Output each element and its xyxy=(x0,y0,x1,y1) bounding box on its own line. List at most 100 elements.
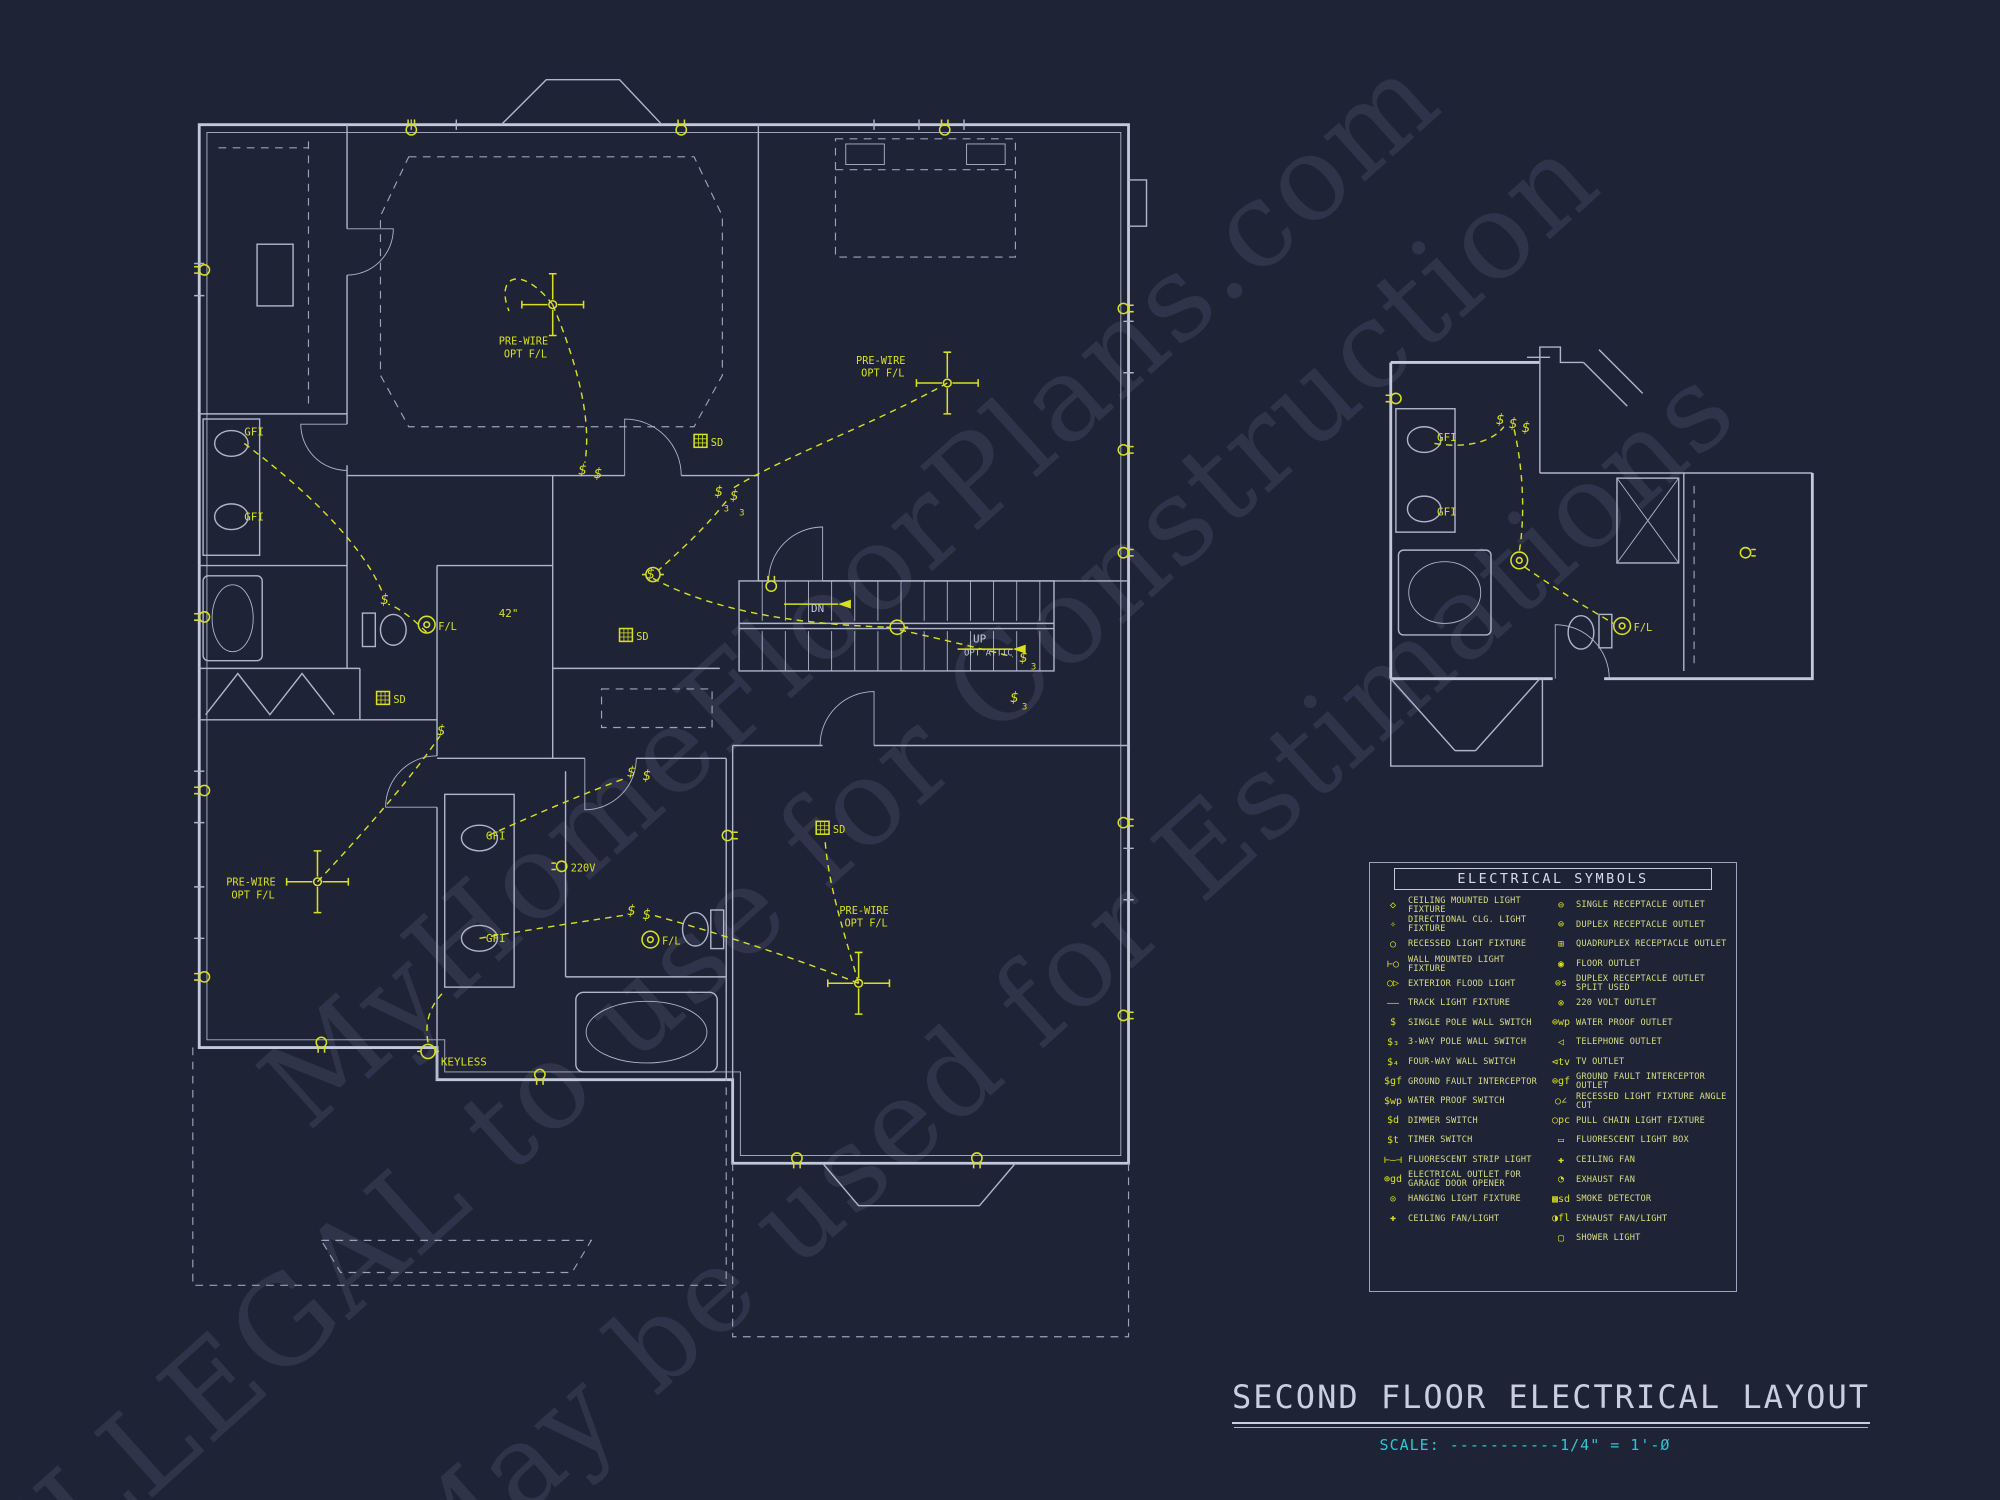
legend-item-label: SHOWER LIGHT xyxy=(1576,1233,1641,1244)
legend-item-label: EXHAUST FAN xyxy=(1576,1174,1636,1185)
legend-item-label: EXTERIOR FLOOD LIGHT xyxy=(1408,978,1516,989)
legend-item-label: FOUR-WAY WALL SWITCH xyxy=(1408,1057,1516,1068)
legend-symbol-icon: ✚ xyxy=(1389,1213,1397,1225)
switch-symbol: $ xyxy=(647,566,656,582)
switch-symbol: $ xyxy=(1019,650,1028,666)
legend-item-label: SINGLE POLE WALL SWITCH xyxy=(1408,1017,1532,1028)
legend-item-label: WALL MOUNTED LIGHT FIXTURE xyxy=(1408,954,1505,974)
gfi-label: GFI xyxy=(486,932,506,945)
legend-item: ⊞ QUADRUPLEX RECEPTACLE OUTLET xyxy=(1546,935,1730,955)
legend-item: $₃ 3-WAY POLE WALL SWITCH xyxy=(1378,1033,1546,1053)
legend-item-label: TIMER SWITCH xyxy=(1408,1135,1473,1146)
partial-plan-walls xyxy=(1389,346,1814,767)
opt-attic-label: OPT ATTIC xyxy=(964,649,1013,659)
stairs-dn-label: DN xyxy=(811,602,824,615)
switch-symbol: $ xyxy=(437,723,446,739)
legend-symbol-icon: ⊲tv xyxy=(1551,1056,1571,1068)
sd-label: SD xyxy=(636,631,648,643)
legend-item: ○ RECESSED LIGHT FIXTURE xyxy=(1378,935,1546,955)
legend-item-label: TELEPHONE OUTLET xyxy=(1576,1037,1662,1048)
legend-symbol-icon: $wp xyxy=(1383,1095,1403,1107)
main-plan-walls xyxy=(192,78,1148,1338)
smoke-detector-icon xyxy=(618,627,634,643)
exhaust-fan-light-icon xyxy=(1612,616,1632,636)
switch-symbol: $ xyxy=(380,592,389,608)
legend-item-label: GROUND FAULT INTERCEPTOR OUTLET xyxy=(1576,1072,1705,1092)
legend-symbol-icon: ⊗ xyxy=(1557,997,1565,1009)
legend-item: ○∠ RECESSED LIGHT FIXTURE ANGLE CUT xyxy=(1546,1092,1730,1112)
switch-symbol: $ xyxy=(643,907,652,923)
legend-item: ✚ CEILING FAN/LIGHT xyxy=(1378,1210,1546,1230)
legend-right-column: ⊖ SINGLE RECEPTACLE OUTLET ⊜ DUPLEX RECE… xyxy=(1546,896,1730,1249)
legend-item: ▭ FLUORESCENT LIGHT BOX xyxy=(1546,1131,1730,1151)
legend-item: ⊲tv TV OUTLET xyxy=(1546,1053,1730,1073)
legend-item: ◁ TELEPHONE OUTLET xyxy=(1546,1033,1730,1053)
staircase xyxy=(738,580,1055,672)
optfl-label: OPT F/L xyxy=(504,348,547,360)
legend-item: ✚ CEILING FAN xyxy=(1546,1151,1730,1171)
exhaust-fan-light-icon xyxy=(417,615,436,634)
switch-symbol: $ xyxy=(730,488,739,504)
legend-symbol-icon: ▭ xyxy=(1557,1134,1565,1146)
legend-symbol-icon: ○pc xyxy=(1551,1115,1571,1127)
legend-symbol-icon: $t xyxy=(1386,1134,1400,1146)
legend-item-label: DIMMER SWITCH xyxy=(1408,1115,1478,1126)
switch-symbol: $ xyxy=(1496,412,1505,428)
legend-item: $wp WATER PROOF SWITCH xyxy=(1378,1092,1546,1112)
legend-symbol-icon: $ xyxy=(1389,1017,1397,1029)
smoke-detector-icon xyxy=(693,433,708,449)
legend-item: $t TIMER SWITCH xyxy=(1378,1131,1546,1151)
legend-title-text: ELECTRICAL SYMBOLS xyxy=(1457,871,1649,887)
switch-symbol: $ xyxy=(627,903,636,919)
legend-symbol-icon: —— xyxy=(1386,997,1400,1009)
switch-symbol: $ xyxy=(1010,690,1019,706)
fl-label: F/L xyxy=(1634,622,1653,634)
switch-symbol: $ xyxy=(627,764,636,780)
bath-fixtures xyxy=(202,243,725,1073)
legend-item-label: PULL CHAIN LIGHT FIXTURE xyxy=(1576,1115,1705,1126)
legend-symbol-icon: ◁ xyxy=(1557,1036,1565,1048)
legend-left-column: ◇ CEILING MOUNTED LIGHT FIXTURE ✧ DIRECT… xyxy=(1378,896,1546,1249)
switch-3way-mark: 3 xyxy=(724,505,729,515)
gfi-label: GFI xyxy=(486,829,506,842)
switch-3way-mark: 3 xyxy=(1031,663,1036,673)
legend-item: ⊗ 220 VOLT OUTLET xyxy=(1546,994,1730,1014)
legend-item: ○▷ EXTERIOR FLOOD LIGHT xyxy=(1378,974,1546,994)
height42-label: 42" xyxy=(499,607,519,620)
legend-item: ⊙ HANGING LIGHT FIXTURE xyxy=(1378,1190,1546,1210)
legend-symbol-icon: ▢ xyxy=(1557,1232,1565,1244)
legend-symbol-icon: ▩sd xyxy=(1551,1193,1571,1205)
legend-symbol-icon: ◉ xyxy=(1557,958,1565,970)
legend-item: ⊕gd ELECTRICAL OUTLET FOR GARAGE DOOR OP… xyxy=(1378,1170,1546,1190)
gfi-label: GFI xyxy=(244,511,264,524)
legend-item-label: SMOKE DETECTOR xyxy=(1576,1194,1652,1205)
legend-item-label: 220 VOLT OUTLET xyxy=(1576,998,1657,1009)
outlet-icon xyxy=(765,575,778,593)
gfi-label: GFI xyxy=(1437,505,1457,518)
legend-item-label: RECESSED LIGHT FIXTURE ANGLE CUT xyxy=(1576,1091,1727,1111)
legend-item-label: FLUORESCENT LIGHT BOX xyxy=(1576,1135,1689,1146)
legend-symbol-icon: ⊞ xyxy=(1557,938,1565,950)
outlet-icon xyxy=(1739,546,1757,559)
legend-item-label: FLUORESCENT STRIP LIGHT xyxy=(1408,1155,1532,1165)
switch-symbol: $ xyxy=(578,462,587,478)
legend-item: ⊖ SINGLE RECEPTACLE OUTLET xyxy=(1546,896,1730,916)
legend-item: ⊜s DUPLEX RECEPTACLE OUTLET SPLIT USED xyxy=(1546,974,1730,994)
switch-symbol: $ xyxy=(715,484,724,500)
sd-label: SD xyxy=(393,694,405,706)
smoke-detector-icon xyxy=(815,820,830,835)
legend-symbol-icon: ○∠ xyxy=(1554,1095,1568,1107)
legend-item: $d DIMMER SWITCH xyxy=(1378,1112,1546,1132)
legend-symbol-icon: ⊜gf xyxy=(1551,1076,1571,1088)
electrical-symbols-legend: ELECTRICAL SYMBOLS ◇ CEILING MOUNTED LIG… xyxy=(1369,862,1737,1292)
legend-item-label: GROUND FAULT INTERCEPTOR xyxy=(1408,1076,1537,1087)
legend-item: ⊢—⊣ FLUORESCENT STRIP LIGHT xyxy=(1378,1151,1546,1171)
legend-symbol-icon: ✧ xyxy=(1389,919,1397,931)
legend-item-label: 3-WAY POLE WALL SWITCH xyxy=(1408,1037,1527,1048)
legend-item-label: DUPLEX RECEPTACLE OUTLET SPLIT USED xyxy=(1576,974,1705,994)
switch-3way-mark: 3 xyxy=(739,508,744,518)
legend-item: ⊜gf GROUND FAULT INTERCEPTOR OUTLET xyxy=(1546,1072,1730,1092)
sheet-title: SECOND FLOOR ELECTRICAL LAYOUT xyxy=(1232,1378,1870,1428)
